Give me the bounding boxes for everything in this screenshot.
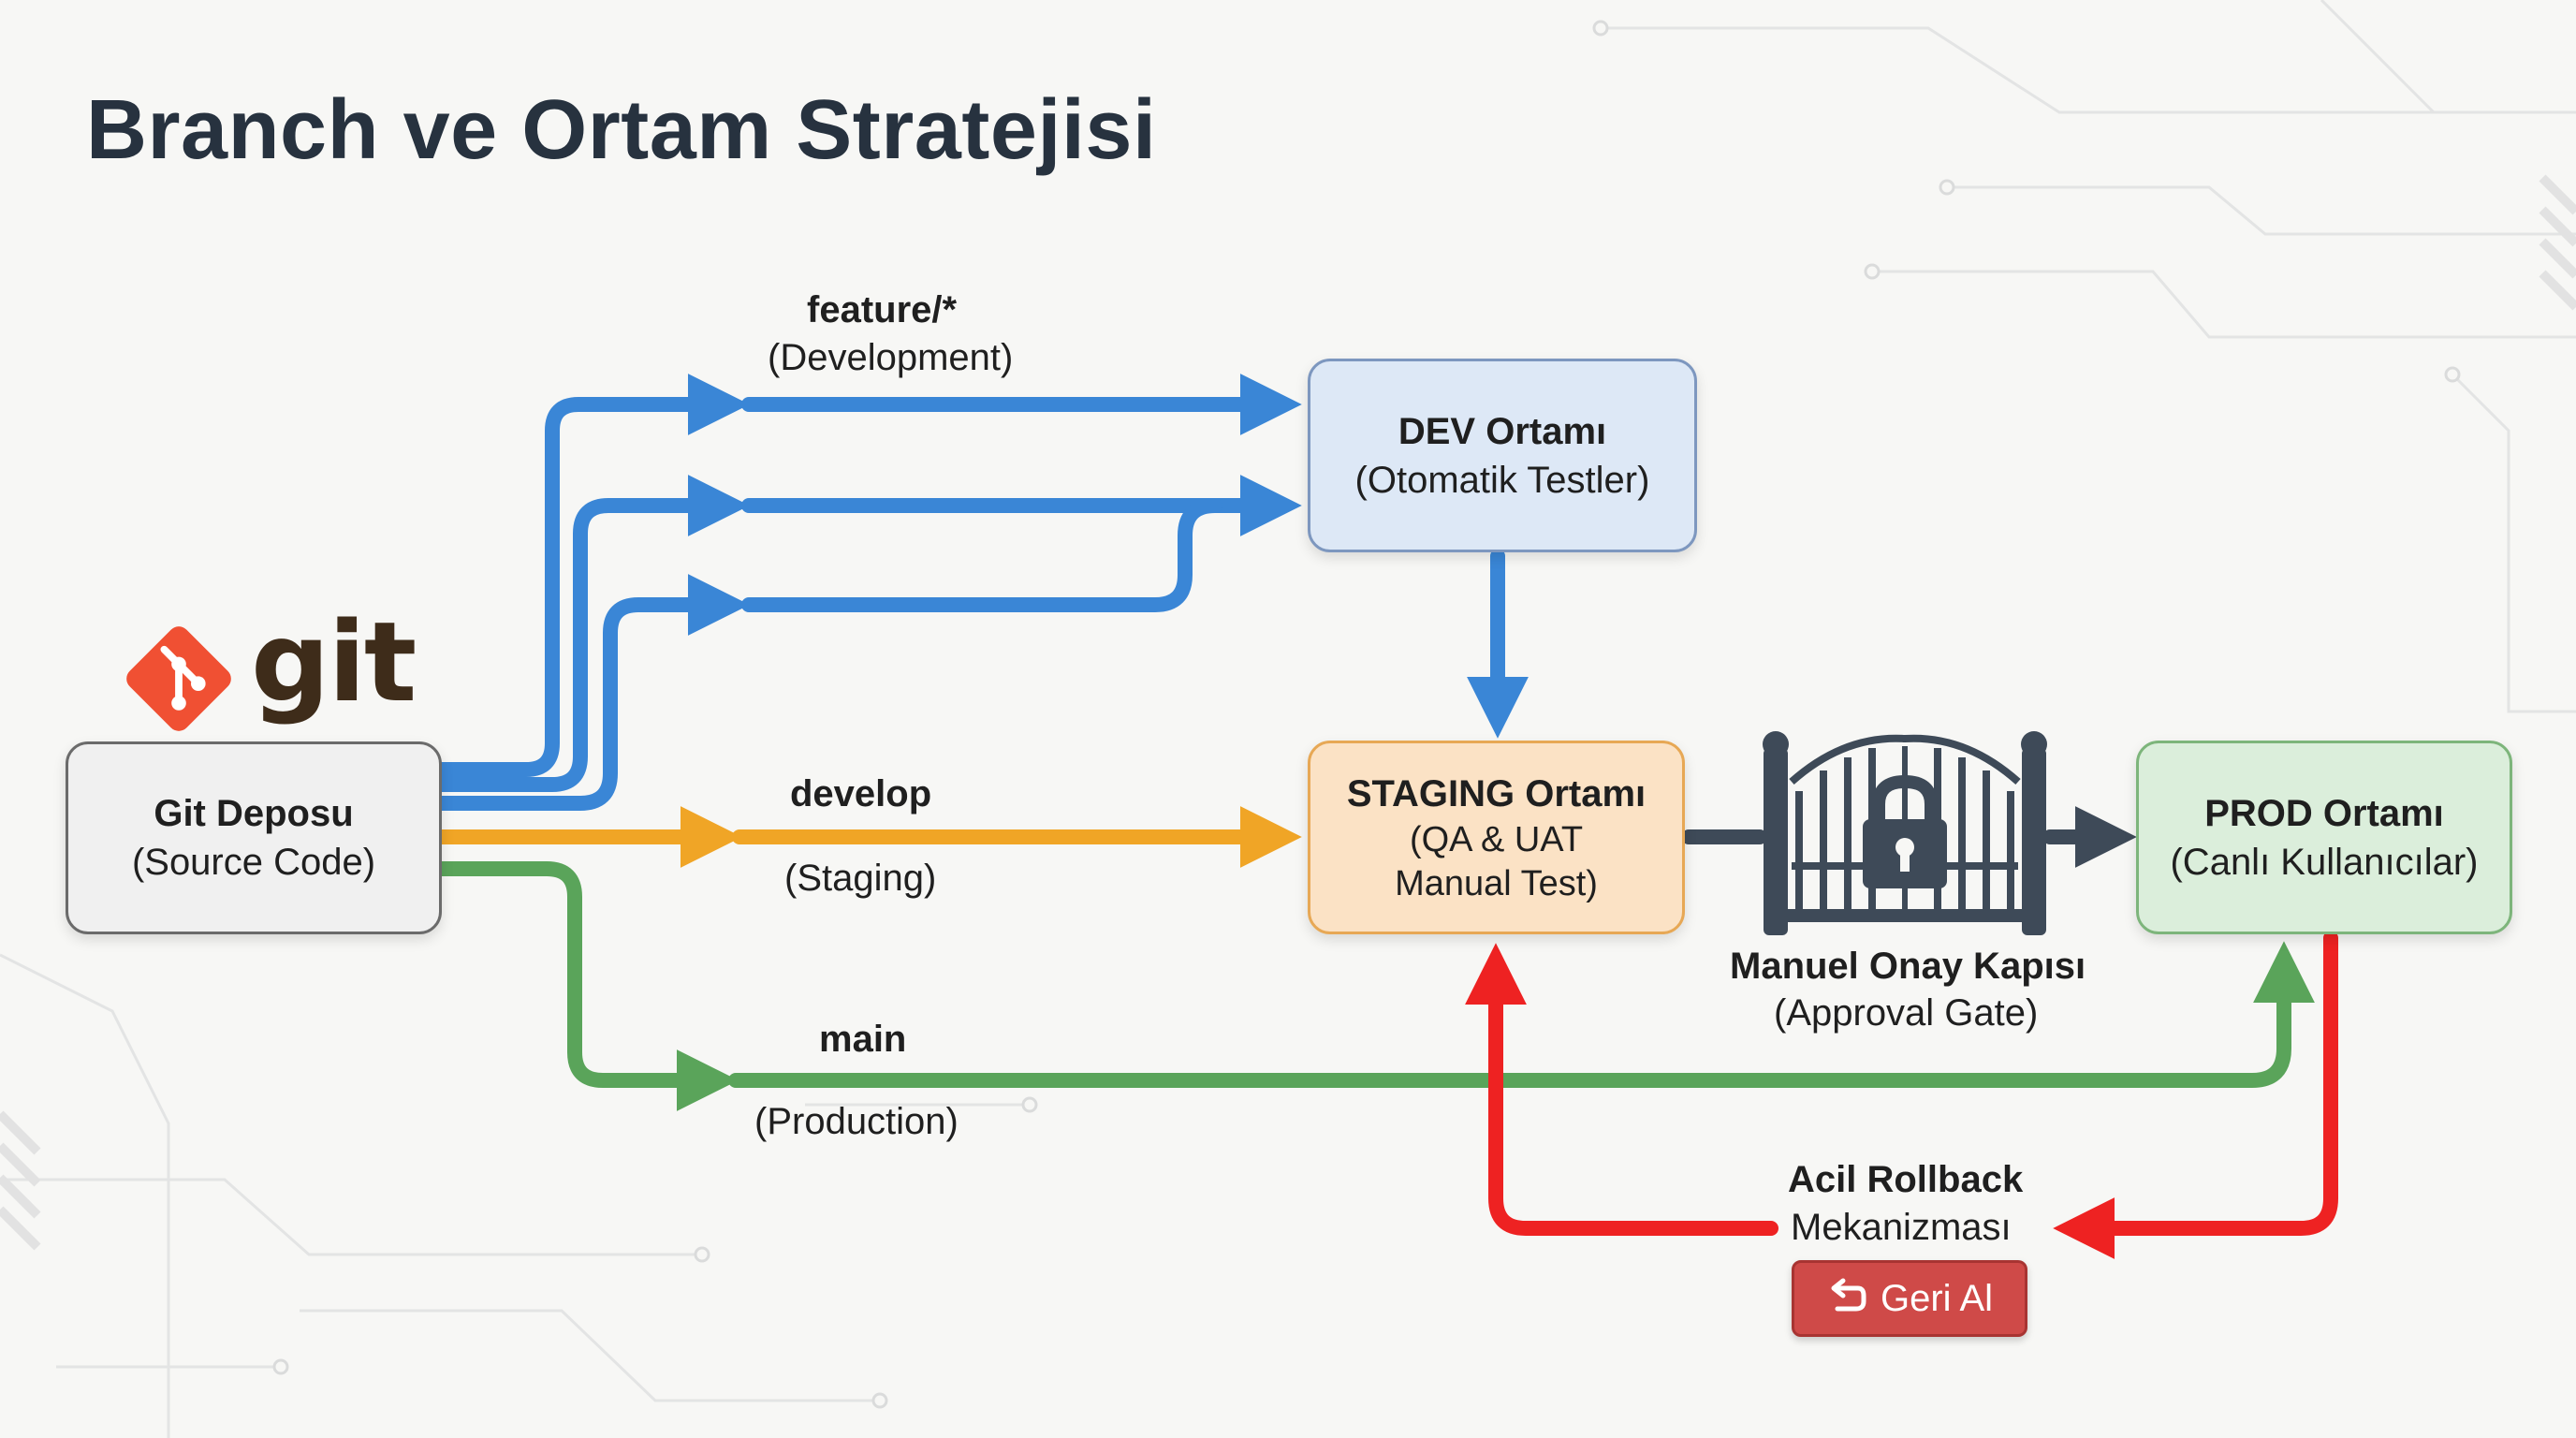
staging-node-line3: Manual Test) <box>1395 863 1598 903</box>
feature-arrow-3-in <box>434 574 750 811</box>
rollback-arrows <box>1465 931 2338 1259</box>
staging-environment-node: STAGING Ortamı (QA & UAT Manual Test) <box>1308 741 1685 934</box>
dev-node-title: DEV Ortamı <box>1398 410 1607 452</box>
rollback-arrow-prod-side <box>2053 931 2338 1259</box>
develop-branch-env: (Staging) <box>784 858 937 899</box>
dev-environment-node: DEV Ortamı (Otomatik Testler) <box>1308 359 1697 552</box>
rollback-subtitle: Mekanizması <box>1791 1207 2012 1248</box>
gate-title: Manuel Onay Kapısı <box>1730 946 2086 987</box>
git-logo-wordmark: git <box>251 597 417 726</box>
feature-branch-arrows <box>434 374 1529 811</box>
feature-arrow-1-in <box>434 374 750 777</box>
rollback-button[interactable]: Geri Al <box>1792 1260 2027 1337</box>
undo-arrow-icon <box>1831 1278 1866 1312</box>
main-branch-name: main <box>819 1019 907 1060</box>
develop-branch-name: develop <box>790 773 932 814</box>
git-node-subtitle: (Source Code) <box>131 842 376 883</box>
staging-node-title: STAGING Ortamı <box>1346 773 1647 815</box>
git-logo-icon <box>126 626 231 731</box>
git-node-title: Git Deposu <box>154 793 354 834</box>
rollback-button-label: Geri Al <box>1880 1277 1994 1319</box>
feature-arrow-2-in <box>434 475 750 792</box>
git-repository-node: Git Deposu (Source Code) <box>66 741 442 934</box>
dev-node-subtitle: (Otomatik Testler) <box>1354 459 1650 501</box>
rollback-arrow-staging-side <box>1465 943 1778 1236</box>
feature-branch-name: feature/* <box>807 289 958 330</box>
main-arrow-in <box>434 861 739 1111</box>
rollback-title: Acil Rollback <box>1788 1159 2024 1200</box>
main-arrow-out <box>728 941 2315 1088</box>
feature-arrow-3-merge <box>741 498 1222 612</box>
prod-node-subtitle: (Canlı Kullanıcılar) <box>2170 841 2479 883</box>
prod-environment-node: PROD Ortamı (Canlı Kullanıcılar) <box>2136 741 2512 934</box>
staging-node-line2: (QA & UAT <box>1409 820 1584 860</box>
page-title: Branch ve Ortam Stratejisi <box>86 83 1157 177</box>
gate-subtitle: (Approval Gate) <box>1774 992 2039 1034</box>
prod-node-title: PROD Ortamı <box>2204 792 2444 834</box>
main-branch-arrows <box>434 861 2315 1111</box>
lock-gate-icon <box>1763 731 2047 935</box>
main-branch-env: (Production) <box>754 1101 959 1142</box>
feature-branch-env: (Development) <box>768 337 1014 378</box>
